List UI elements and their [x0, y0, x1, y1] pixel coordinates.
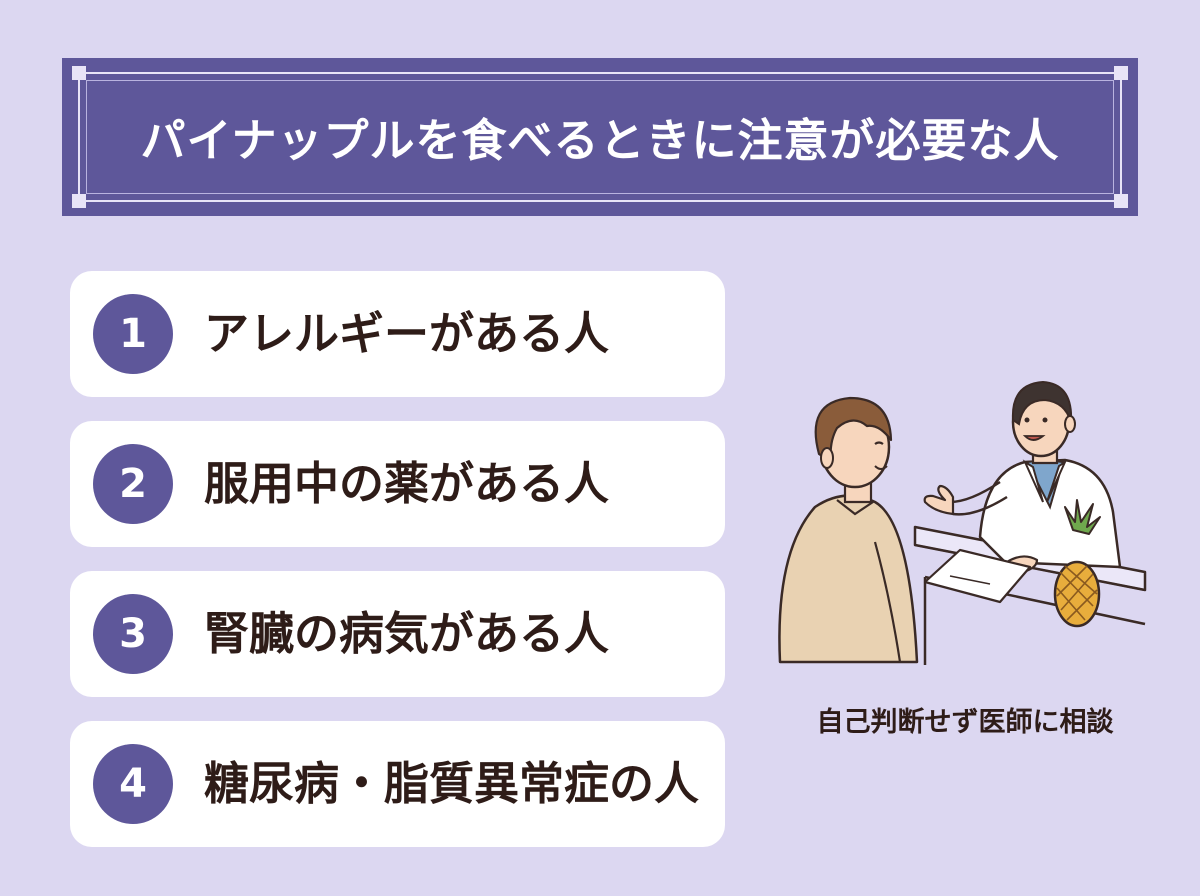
- patient: [778, 396, 919, 664]
- number-badge: 4: [93, 744, 173, 824]
- pineapple-icon: [1053, 499, 1101, 628]
- number-badge: 2: [93, 444, 173, 524]
- banner-corner-ornament: [72, 194, 86, 208]
- list-item: 3 腎臓の病気がある人: [70, 571, 725, 697]
- clipboard: [923, 548, 1032, 604]
- banner-frame: [78, 72, 1122, 202]
- banner-corner-ornament: [1114, 194, 1128, 208]
- caption: 自己判断せず医師に相談: [816, 707, 1114, 738]
- title-banner: パイナップルを食べるときに注意が必要な人: [62, 58, 1138, 216]
- list-item: 4 糖尿病・脂質異常症の人: [70, 721, 725, 847]
- item-label: 服用中の薬がある人: [204, 457, 610, 510]
- list-item: 2 服用中の薬がある人: [70, 421, 725, 547]
- banner-corner-ornament: [72, 66, 86, 80]
- banner-frame-inner: [86, 80, 1114, 194]
- item-label: 腎臓の病気がある人: [204, 607, 610, 660]
- banner-corner-ornament: [1114, 66, 1128, 80]
- number-badge: 1: [93, 294, 173, 374]
- item-label: 糖尿病・脂質異常症の人: [204, 757, 700, 810]
- number-badge: 3: [93, 594, 173, 674]
- list-item: 1 アレルギーがある人: [70, 271, 725, 397]
- doctor-consultation-illustration: [778, 380, 1147, 665]
- item-label: アレルギーがある人: [204, 307, 610, 360]
- page-title: パイナップルを食べるときに注意が必要な人: [140, 114, 1060, 167]
